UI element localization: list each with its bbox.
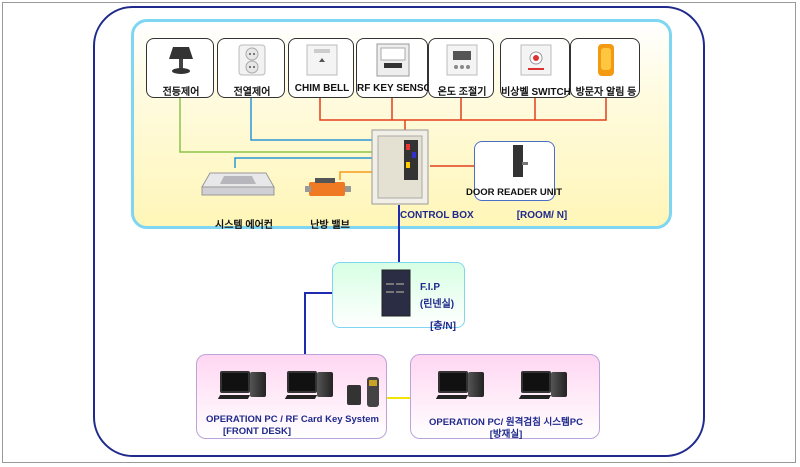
- device-card-outlet: 전열제어: [217, 38, 285, 98]
- door-reader-card: [474, 141, 555, 201]
- front-desk-label: OPERATION PC / RF Card Key System: [206, 414, 379, 425]
- device-label: 전등제어: [162, 87, 200, 98]
- fip-subtitle: (린넨실): [419, 299, 455, 310]
- security-room-box: OPERATION PC/ 원격검침 시스템PC [방재실]: [410, 354, 600, 440]
- keyboard-icon: [217, 395, 251, 399]
- front-desk-box: OPERATION PC / RF Card Key System [FRONT…: [196, 354, 387, 439]
- control-box-label: CONTROL BOX: [400, 210, 474, 221]
- aircon-label: 시스템 에어컨: [215, 220, 273, 231]
- aircon-icon: [201, 172, 275, 196]
- monitor-icon: [220, 371, 250, 393]
- fip-title: F.I.P: [419, 282, 440, 293]
- device-label: 비상벨 SWITCH: [501, 87, 571, 98]
- device-label: 방문자 알림 등: [575, 87, 637, 98]
- thermostat-icon: [446, 44, 478, 76]
- valve-icon: [305, 178, 351, 196]
- outlet-icon: [238, 44, 266, 76]
- device-card-light: 전등제어: [146, 38, 214, 98]
- key-sensor-icon: [376, 43, 410, 77]
- monitor-icon: [287, 371, 317, 393]
- chime-bell-icon: [306, 44, 338, 76]
- monitor-icon: [521, 371, 551, 393]
- image-frame: [2, 2, 796, 463]
- security-room-tag: [방재실]: [489, 429, 523, 440]
- system-boundary: [93, 6, 705, 457]
- device-label: CHIM BELL: [294, 83, 350, 94]
- keyboard-icon: [284, 395, 318, 399]
- door-handle-icon: [513, 145, 528, 177]
- pc-tower-icon: [551, 372, 567, 397]
- room-tag: [ROOM/ N]: [516, 210, 568, 221]
- device-card-chime: CHIM BELL: [288, 38, 354, 98]
- lamp-icon: [169, 47, 193, 74]
- card-encoder-icon: [347, 385, 361, 405]
- device-card-rfkey: RF KEY SENSOR: [356, 38, 439, 98]
- door-reader-label: DOOR READER UNIT: [465, 187, 563, 198]
- valve-label: 난방 밸브: [310, 220, 350, 231]
- pc-tower-icon: [317, 372, 333, 397]
- keyboard-icon: [518, 395, 552, 399]
- security-room-label: OPERATION PC/ 원격검침 시스템PC: [429, 417, 583, 428]
- fip-box: F.I.P (린넨실) [층/N]: [332, 262, 465, 332]
- device-card-visitor: 방문자 알림 등: [570, 38, 640, 98]
- device-label: 온도 조절기: [437, 87, 487, 98]
- control-box-icon: [371, 129, 429, 205]
- fip-floor-tag: [층/N]: [430, 321, 456, 332]
- front-desk-tag: [FRONT DESK]: [222, 426, 292, 437]
- fip-panel-icon: [381, 269, 411, 317]
- device-card-thermo: 온도 조절기: [428, 38, 494, 98]
- handheld-reader-icon: [367, 377, 379, 407]
- pc-tower-icon: [250, 372, 266, 397]
- visitor-lamp-icon: [598, 44, 614, 76]
- pc-tower-icon: [468, 372, 484, 397]
- device-label: RF KEY SENSOR: [357, 83, 439, 94]
- keyboard-icon: [435, 395, 469, 399]
- device-card-emergency: 비상벨 SWITCH: [500, 38, 571, 98]
- monitor-icon: [438, 371, 468, 393]
- emergency-switch-icon: [520, 44, 552, 76]
- device-label: 전열제어: [233, 87, 271, 98]
